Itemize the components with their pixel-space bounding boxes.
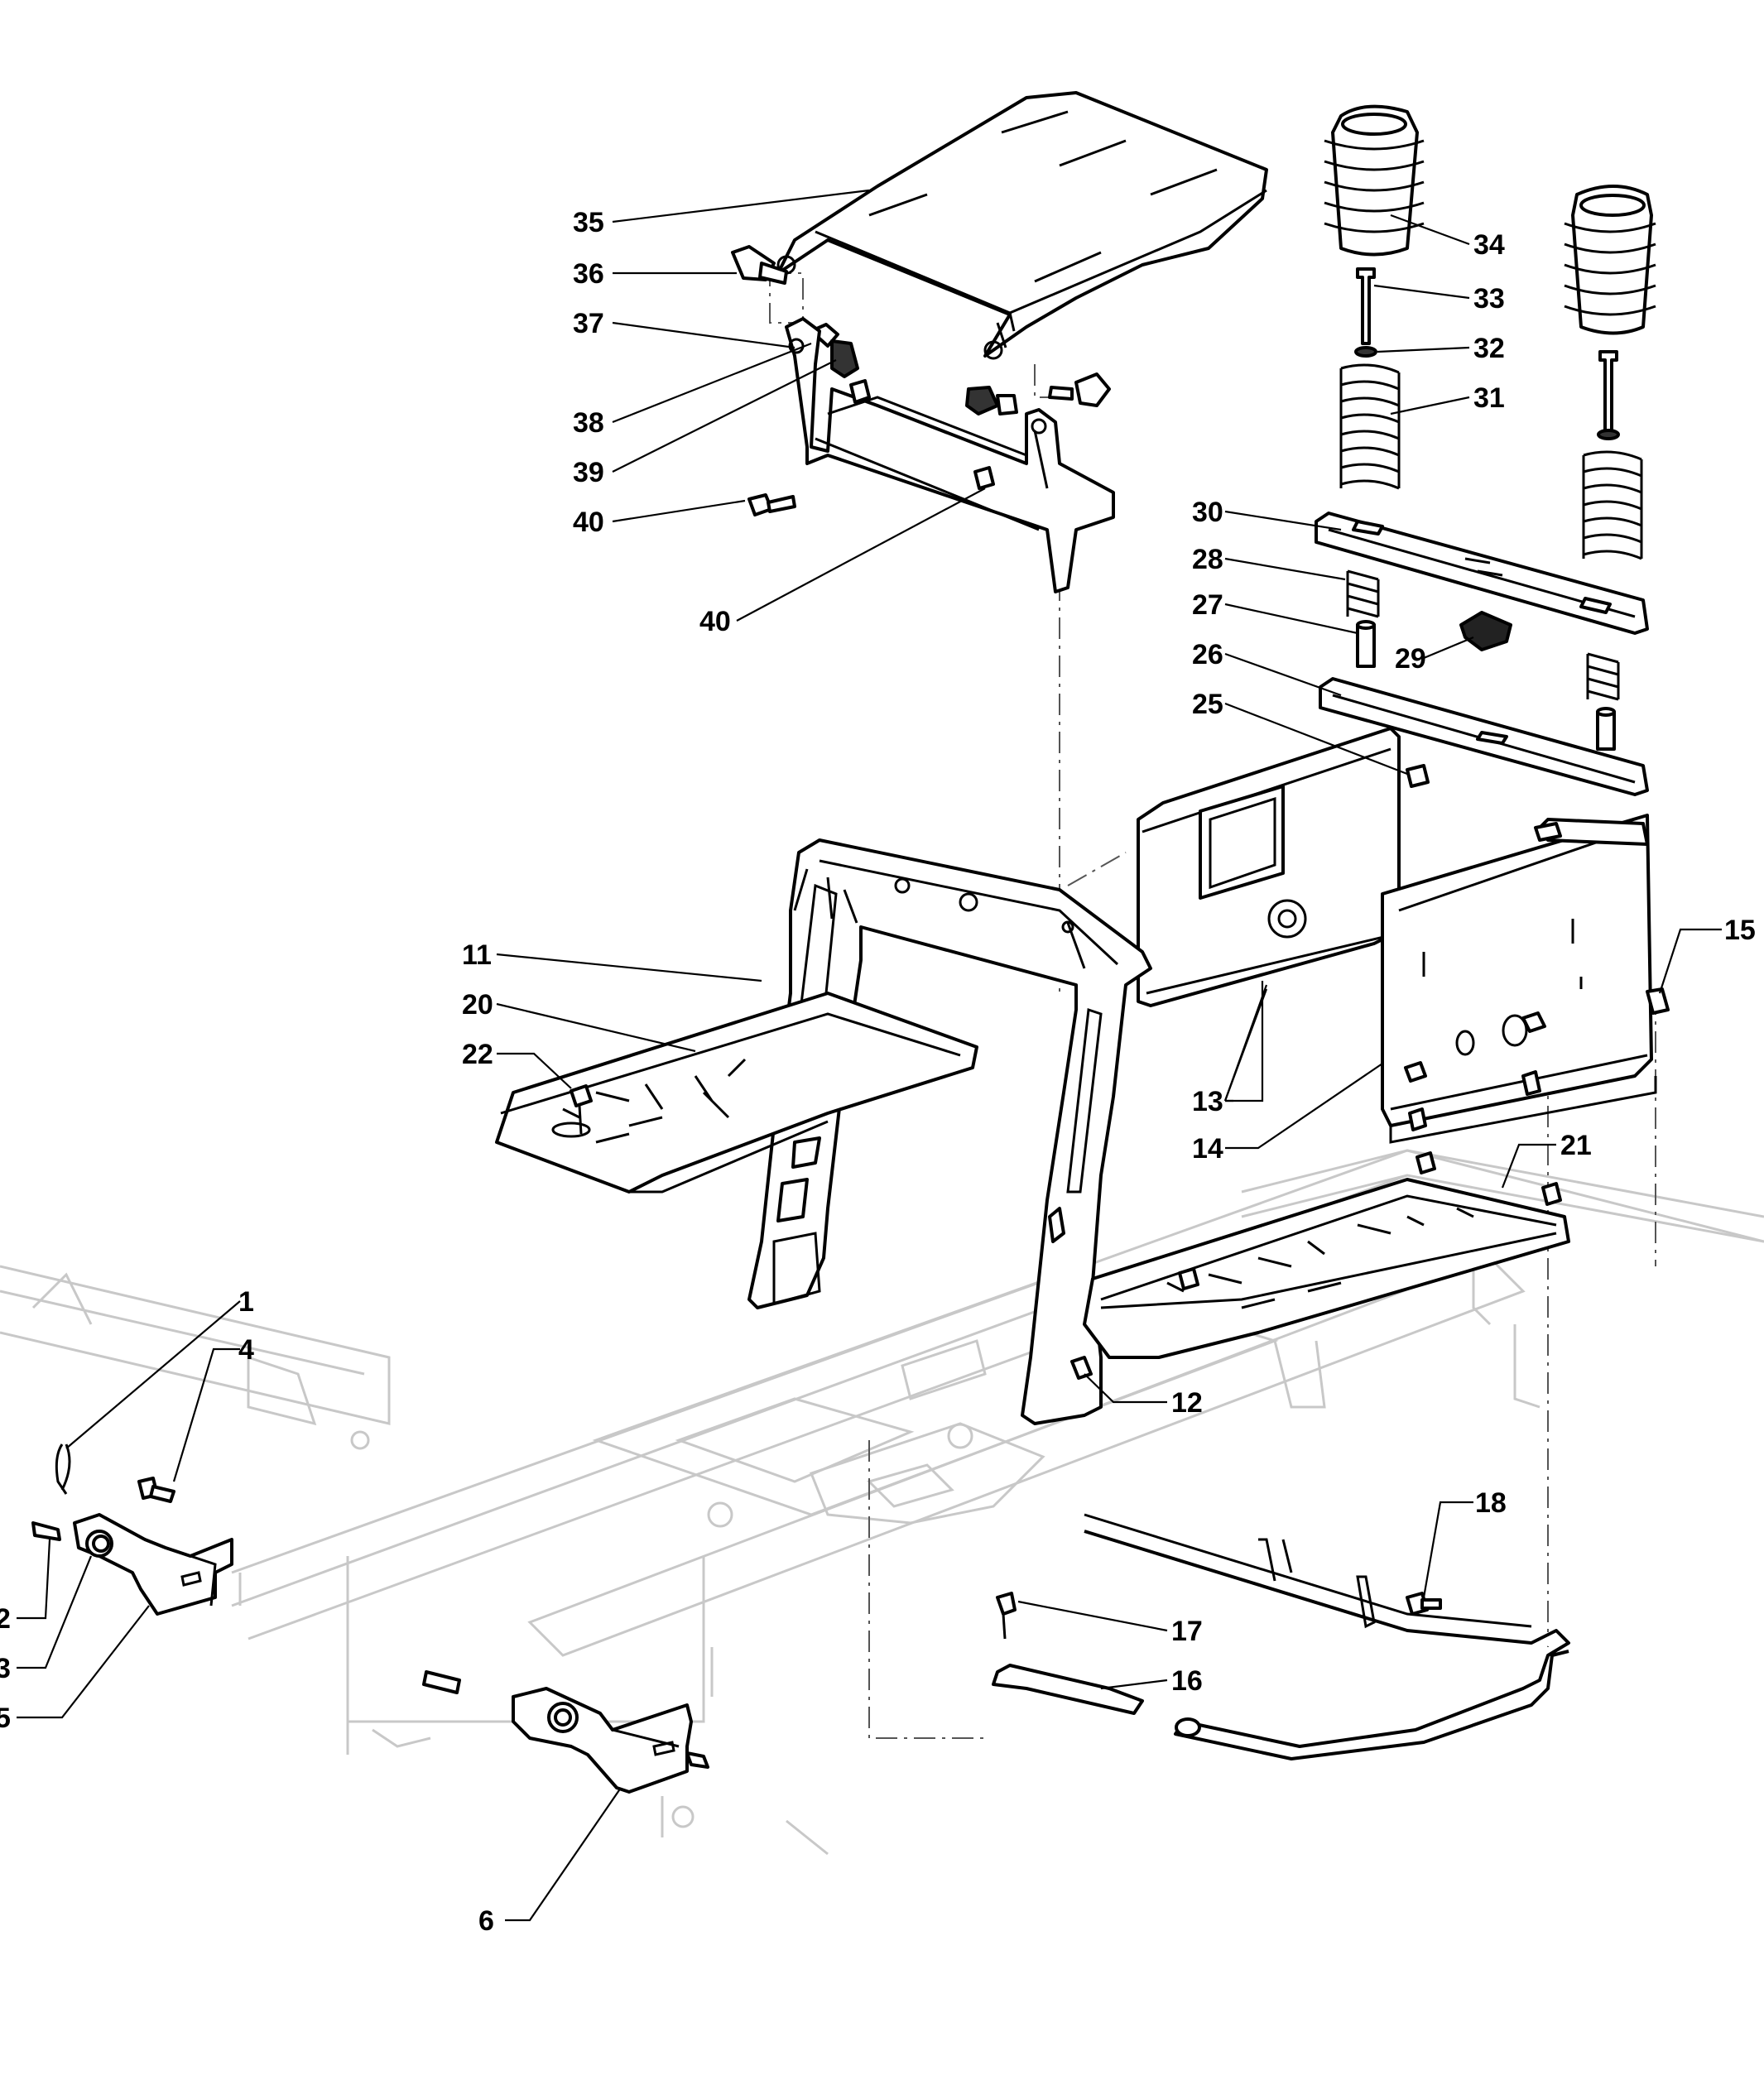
seat-slide-lower	[1319, 677, 1649, 796]
callout-33: 33	[1473, 283, 1505, 315]
callout-27: 27	[1192, 589, 1223, 621]
frame-arch	[747, 838, 1152, 1425]
callout-12: 12	[1171, 1387, 1203, 1419]
callout-22: 22	[462, 1039, 493, 1070]
callout-21: 21	[1560, 1130, 1592, 1161]
callout-31: 31	[1473, 382, 1505, 414]
front-bracket-left	[31, 1443, 233, 1616]
callout-30: 30	[1192, 497, 1223, 528]
callout-14: 14	[1192, 1133, 1223, 1165]
callout-15: 15	[1724, 915, 1756, 946]
callout-18: 18	[1475, 1487, 1507, 1519]
callout-17: 17	[1171, 1616, 1203, 1647]
callout-35: 35	[573, 207, 604, 238]
front-bracket-right	[422, 1670, 709, 1794]
seat-plate	[776, 91, 1268, 360]
callout-6: 6	[478, 1905, 494, 1937]
callout-4: 4	[238, 1334, 254, 1366]
callout-38: 38	[573, 407, 604, 439]
callout-20: 20	[462, 989, 493, 1021]
callout-11: 11	[462, 939, 492, 971]
callout-40: 40	[573, 507, 604, 538]
callout-25: 25	[1192, 689, 1223, 720]
callout-28: 28	[1192, 544, 1223, 575]
leader-lines	[17, 189, 1722, 1922]
callout-39: 39	[573, 457, 604, 488]
footrest-rod	[992, 1513, 1570, 1760]
callout-37: 37	[573, 308, 604, 339]
seat-slide-upper	[1315, 512, 1649, 635]
callout-26: 26	[1192, 639, 1223, 670]
callout-29: 29	[1395, 643, 1426, 675]
callout-36: 36	[573, 258, 604, 290]
callout-5: 5	[0, 1703, 11, 1734]
seat-springs	[1339, 267, 1643, 560]
chassis-frame-ghost	[0, 1149, 1764, 1856]
callout-2: 2	[0, 1603, 11, 1635]
footboard-left	[495, 992, 978, 1194]
callout-1: 1	[238, 1286, 254, 1318]
callout-labels: 35 36 37 38 39 40 40 34 33 32 31 30 28 2…	[0, 207, 1756, 1937]
slide-small-parts	[1346, 569, 1620, 751]
callout-40-lower: 40	[699, 606, 731, 637]
callout-34: 34	[1473, 229, 1505, 261]
seat-support-box	[1137, 727, 1670, 1144]
callout-13: 13	[1192, 1086, 1223, 1117]
seat-hinge-bracket	[747, 317, 1115, 593]
callout-3: 3	[0, 1653, 11, 1684]
footboard-right	[1083, 1151, 1570, 1359]
callout-32: 32	[1473, 333, 1505, 364]
callout-16: 16	[1171, 1665, 1203, 1697]
